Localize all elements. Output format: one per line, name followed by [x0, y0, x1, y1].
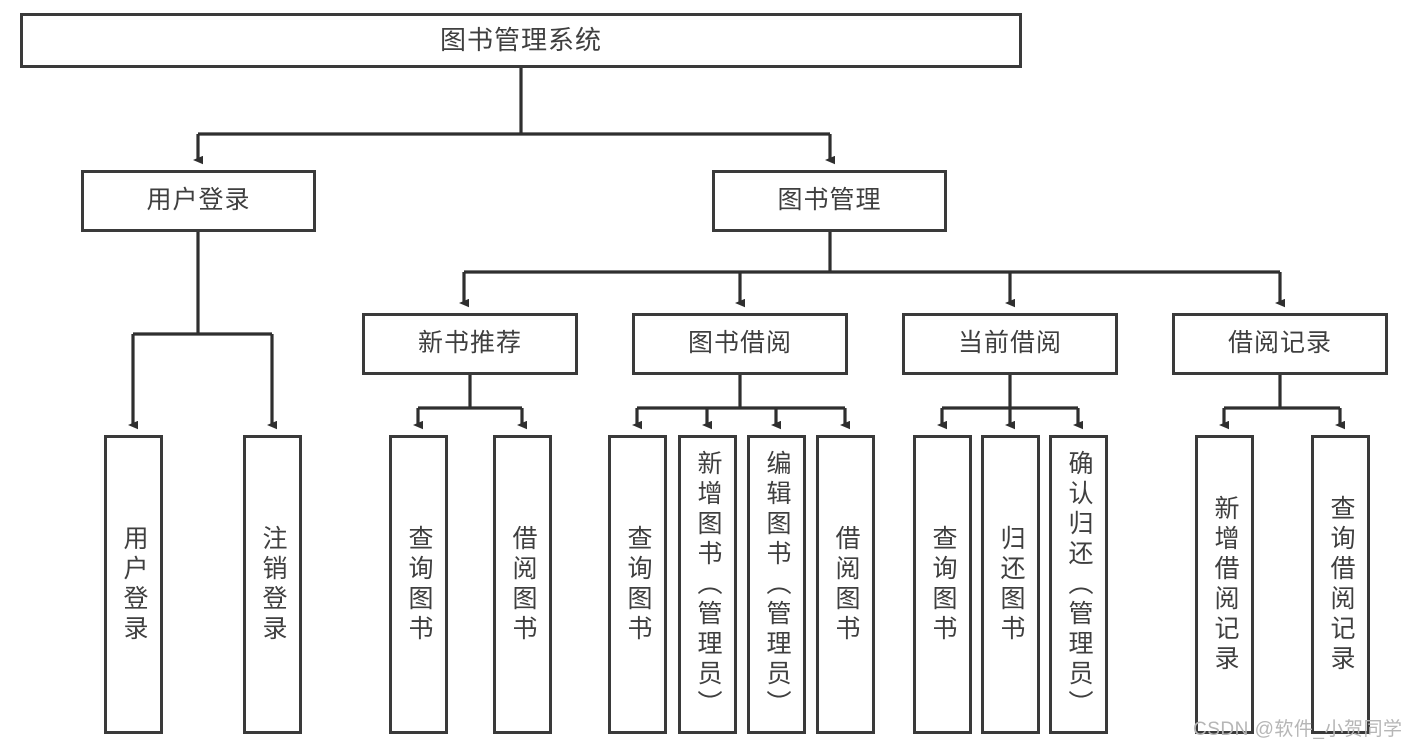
node-leaf-confirm-return[interactable]: 确认归还（管理员） — [1049, 435, 1108, 734]
node-borrow-record[interactable]: 借阅记录 — [1172, 313, 1388, 375]
node-borrow-record-label: 借阅记录 — [1227, 329, 1332, 358]
node-leaf-return-book[interactable]: 归还图书 — [981, 435, 1040, 734]
node-leaf-add-book[interactable]: 新增图书（管理员） — [678, 435, 737, 734]
node-leaf-borrow-book-2-label: 借阅图书 — [832, 524, 860, 645]
node-root-label: 图书管理系统 — [439, 25, 602, 56]
node-current-borrow-label: 当前借阅 — [957, 329, 1062, 358]
node-leaf-query-book-2-label: 查询图书 — [624, 524, 652, 645]
node-leaf-add-record-label: 新增借阅记录 — [1211, 494, 1239, 675]
node-leaf-add-record[interactable]: 新增借阅记录 — [1195, 435, 1254, 734]
node-leaf-query-record-label: 查询借阅记录 — [1327, 494, 1355, 675]
node-leaf-query-book-2[interactable]: 查询图书 — [608, 435, 667, 734]
node-book-management[interactable]: 图书管理 — [712, 170, 947, 232]
node-book-management-label: 图书管理 — [777, 186, 882, 215]
node-leaf-user-login[interactable]: 用户登录 — [104, 435, 163, 734]
node-leaf-borrow-book-1-label: 借阅图书 — [509, 524, 537, 645]
node-leaf-confirm-return-label: 确认归还（管理员） — [1065, 449, 1093, 720]
node-new-book-recommend-label: 新书推荐 — [417, 329, 522, 358]
csdn-watermark: CSDN @软件_小贺同学 — [1193, 719, 1403, 740]
node-leaf-add-book-label: 新增图书（管理员） — [694, 449, 722, 720]
node-book-borrow-label: 图书借阅 — [687, 329, 792, 358]
node-user-login[interactable]: 用户登录 — [81, 170, 316, 232]
node-leaf-logout-login[interactable]: 注销登录 — [243, 435, 302, 734]
node-leaf-edit-book[interactable]: 编辑图书（管理员） — [747, 435, 806, 734]
node-leaf-edit-book-label: 编辑图书（管理员） — [763, 449, 791, 720]
node-leaf-query-book-1-label: 查询图书 — [405, 524, 433, 645]
node-new-book-recommend[interactable]: 新书推荐 — [362, 313, 578, 375]
node-leaf-return-book-label: 归还图书 — [997, 524, 1025, 645]
node-root[interactable]: 图书管理系统 — [20, 13, 1022, 68]
node-leaf-query-record[interactable]: 查询借阅记录 — [1311, 435, 1370, 734]
node-leaf-user-login-label: 用户登录 — [120, 524, 148, 645]
node-leaf-query-book-3[interactable]: 查询图书 — [913, 435, 972, 734]
node-leaf-query-book-1[interactable]: 查询图书 — [389, 435, 448, 734]
node-leaf-borrow-book-1[interactable]: 借阅图书 — [493, 435, 552, 734]
node-leaf-logout-login-label: 注销登录 — [259, 524, 287, 645]
node-leaf-query-book-3-label: 查询图书 — [929, 524, 957, 645]
node-book-borrow[interactable]: 图书借阅 — [632, 313, 848, 375]
node-leaf-borrow-book-2[interactable]: 借阅图书 — [816, 435, 875, 734]
node-current-borrow[interactable]: 当前借阅 — [902, 313, 1118, 375]
node-user-login-label: 用户登录 — [146, 186, 251, 215]
